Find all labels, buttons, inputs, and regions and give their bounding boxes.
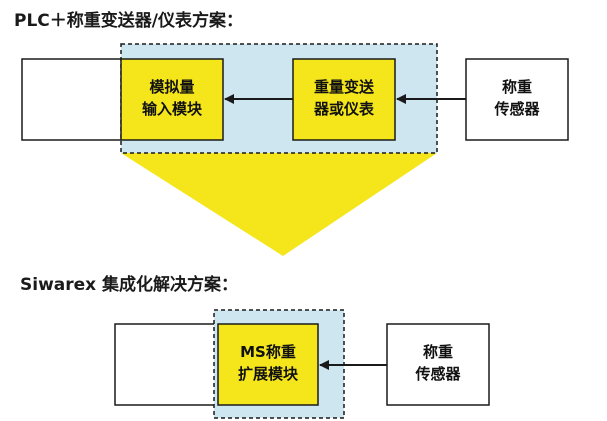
siwarex-solution-title: Siwarex 集成化解决方案：	[20, 275, 239, 295]
analog-module-label-line2: 输入模块	[142, 100, 203, 118]
transmitter-label-line1: 重量变送	[314, 78, 375, 96]
sensor-bottom-label-line2: 传感器	[414, 365, 461, 383]
transmitter-label-line2: 器或仪表	[313, 100, 375, 118]
ms-module-label-line2: 扩展模块	[238, 365, 299, 383]
load-cell-sensor-bottom	[386, 323, 490, 406]
analog-input-module	[120, 58, 224, 141]
analog-module-label-line1: 模拟量	[149, 78, 194, 96]
siwarex-plc-frame	[114, 323, 219, 406]
ms-weighing-module	[217, 323, 319, 406]
plc-solution-title: PLC＋称重变送器/仪表方案：	[14, 11, 243, 31]
sensor-top-label-line1: 称重	[502, 78, 532, 96]
load-cell-sensor-top	[465, 58, 569, 141]
transition-down-arrow	[121, 153, 437, 256]
ms-module-label-line1: MS称重	[240, 343, 296, 361]
plc-frame	[21, 58, 123, 141]
weight-transmitter-box	[292, 58, 396, 141]
sensor-bottom-label-line1: 称重	[423, 343, 453, 361]
sensor-top-label-line2: 传感器	[493, 100, 540, 118]
